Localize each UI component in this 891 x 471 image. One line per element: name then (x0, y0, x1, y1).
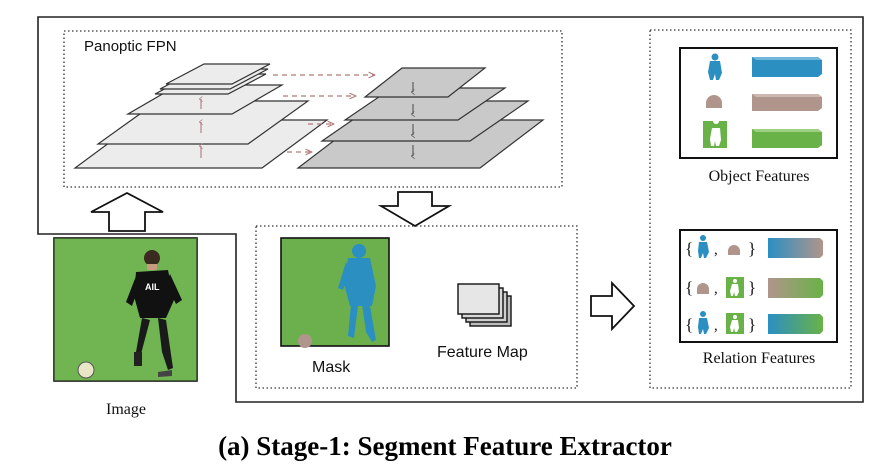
relation-comma-1: , (714, 242, 718, 258)
object-feature-bar-tan (752, 94, 822, 111)
fpn-left-layer-4c (165, 63, 271, 85)
object-feature-bar-blue (752, 57, 822, 77)
stage-outline (37, 16, 864, 403)
feature-map-stack-icon (457, 283, 512, 327)
relation-brace-close-2: } (748, 278, 756, 297)
image-to-fpn-arrow (90, 191, 164, 232)
fpn-pyramid-left (73, 63, 329, 169)
ball-icon (697, 283, 709, 294)
image-label: Image (106, 401, 146, 418)
relation-features-label: Relation Features (703, 350, 815, 367)
relation-row-player-field: { , } (685, 311, 823, 334)
fpn-box (63, 30, 563, 188)
mask-to-features-arrow (590, 280, 636, 332)
fpn-label: Panoptic FPN (84, 38, 177, 55)
relation-brace-open-3: { (685, 315, 693, 334)
relation-brace-close-3: } (748, 315, 756, 334)
mask-ball-icon (298, 334, 312, 348)
player-silhouette-icon (698, 235, 709, 258)
object-feature-bar-green (752, 129, 822, 148)
mask-label: Mask (312, 359, 351, 376)
player-silhouette-icon (708, 53, 722, 80)
features-box (649, 29, 852, 389)
object-features-label: Object Features (709, 168, 810, 185)
relation-feature-bar-1 (768, 238, 823, 258)
relation-comma-2: , (714, 281, 718, 297)
fpn-to-mask-arrow (377, 191, 453, 228)
relation-row-ball-field: { , } (685, 277, 823, 298)
mask-box (255, 225, 578, 389)
fpn-right-layer-4 (363, 67, 487, 98)
object-feature-row-ball (706, 94, 822, 111)
fpn-pyramid-right (296, 67, 545, 169)
field-with-player-icon (703, 118, 727, 148)
feature-map-label: Feature Map (437, 344, 528, 361)
relation-comma-3: , (714, 318, 718, 334)
svg-text:AIL: AIL (145, 282, 160, 292)
mask-player-silhouette-icon (338, 244, 376, 342)
field-with-player-icon (726, 313, 744, 334)
player-silhouette-icon (698, 311, 709, 334)
input-image: AIL (53, 237, 198, 382)
relation-brace-open-1: { (685, 239, 693, 258)
object-feature-row-player (708, 53, 822, 80)
relation-brace-close-1: } (748, 239, 756, 258)
relation-brace-open-2: { (685, 278, 693, 297)
relation-feature-bar-3 (768, 314, 823, 334)
ball-icon (706, 95, 722, 108)
fpn-lateral-arrows (273, 75, 375, 152)
ball-icon (728, 245, 740, 255)
relation-row-player-ball: { , } (685, 235, 823, 258)
player-photo-icon: AIL (126, 250, 182, 377)
object-feature-row-field (703, 118, 822, 148)
mask-image (280, 237, 390, 348)
field-with-player-icon (726, 277, 744, 298)
relation-feature-bar-2 (768, 278, 823, 298)
ball-photo-icon (77, 361, 95, 379)
diagram-caption: (a) Stage-1: Segment Feature Extractor (218, 431, 672, 461)
